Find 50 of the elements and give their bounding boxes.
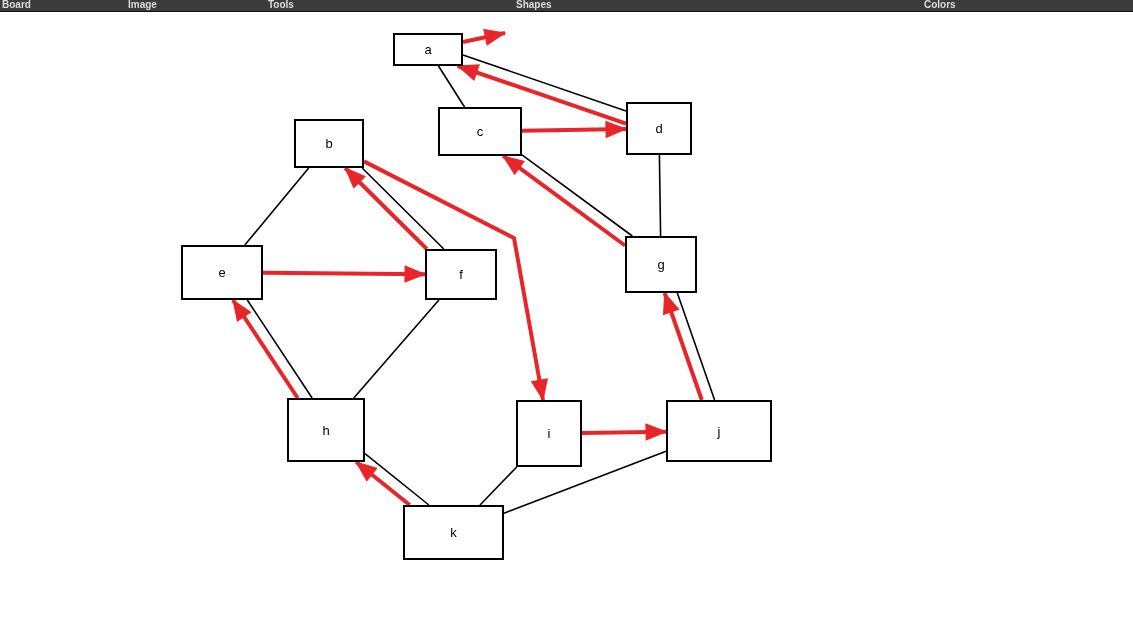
connector-line [658,154,662,237]
node-label: i [547,426,551,441]
node-box [625,236,697,293]
node-label: g [657,257,665,272]
node-label: b [325,136,333,151]
node-box [666,400,772,462]
node-label: h [322,422,330,438]
node-label: k [450,525,457,540]
arrow [231,298,300,400]
node-label: e [218,265,226,280]
node-label: j [717,423,721,439]
connector-line [479,466,518,506]
connector-line [364,452,430,506]
node-label: f [459,267,463,282]
node-box [181,245,263,300]
node-box [393,33,463,66]
menu-item: Tools [268,0,294,10]
arrow [662,292,704,401]
node-box [294,119,364,168]
connector-line [462,54,627,112]
connector-line [437,65,466,108]
connector-line [503,450,667,514]
arrow [521,120,627,138]
connector-line [353,299,440,399]
node-label: d [655,121,663,136]
connector-line [361,167,445,250]
node-label: c [476,124,484,139]
arrow [262,265,426,283]
menu-item: Colors [924,0,956,10]
connector-line [244,167,310,246]
menu-item: Board [2,0,31,10]
arrow [502,154,627,248]
arrow [462,28,506,46]
node-box [438,107,522,156]
node-box [516,400,582,467]
menu-item: Shapes [516,0,552,10]
arrow [581,423,667,441]
connector-line [676,292,716,401]
node-label: a [424,42,432,57]
menu-item: Image [128,0,157,10]
connector-line [521,154,634,237]
connector-line [246,299,313,399]
node-box [626,102,692,155]
node-box [425,249,497,300]
node-box [287,398,365,462]
arrow [343,166,429,251]
arrow [457,64,627,126]
arrow [354,460,411,507]
arrow [363,159,548,401]
node-box [403,505,504,560]
